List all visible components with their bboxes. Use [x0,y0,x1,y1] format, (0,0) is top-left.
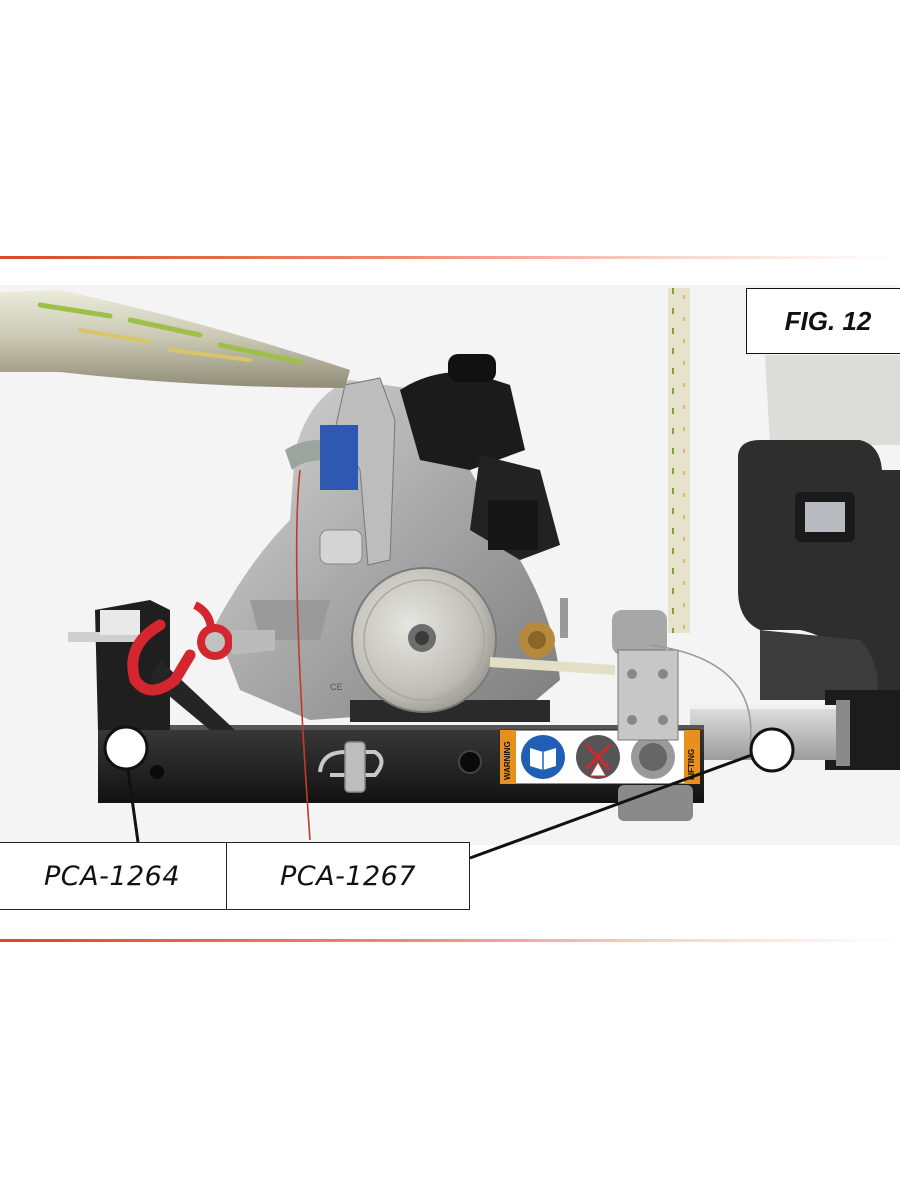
safety-pin [318,741,384,793]
capstan-drum [351,567,497,713]
manual-icon [521,735,565,779]
callout-leaders [126,750,761,860]
figure-label: FIG. 12 [746,288,900,354]
tail-rope [489,598,616,675]
callout-marker-2 [749,727,795,773]
decal-lifting-text: LIFTING [687,749,696,780]
decal-warning-text: WARNING [503,741,512,780]
bottom-accent-rule [0,939,900,942]
callout-marker-1 [103,725,149,771]
red-shackle [68,601,275,696]
red-lanyard [295,469,311,841]
svg-text:CE: CE [330,682,343,692]
top-accent-rule [0,256,900,259]
engine [400,354,560,560]
part-number-label: PCA-1264 [0,842,228,910]
incoming-rope [0,290,350,388]
part-number-label: PCA-1267 [226,842,470,910]
vertical-rope [668,288,690,633]
warning-triangle-icon [631,735,675,779]
fairlead-roller [612,610,752,821]
capstan-winch-photo: WARNING LIFTING [0,285,900,860]
hazard-icon [576,735,620,779]
rope-guide-arm [285,377,396,566]
